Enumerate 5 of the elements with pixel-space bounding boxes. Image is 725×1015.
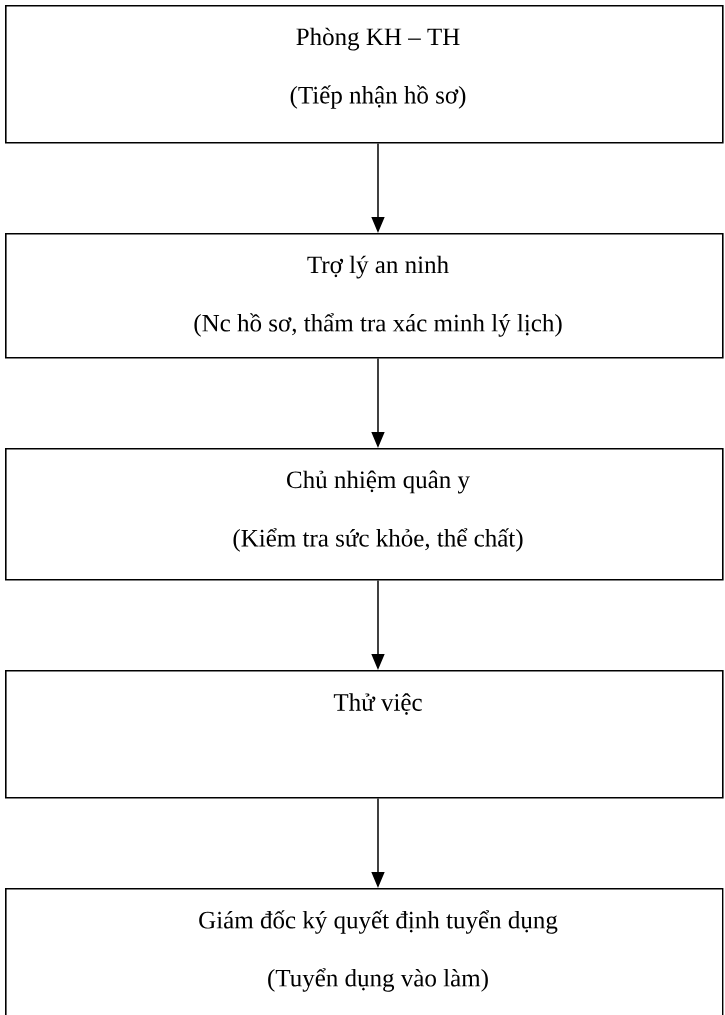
process-box: Giám đốc ký quyết định tuyển dụng (Tuyển dụng vào làm) [5, 888, 724, 1015]
process-box: Trợ lý an ninh (Nc hồ sơ, thẩm tra xác minh lý lịch) [5, 233, 724, 359]
process-box: Thử việc [5, 670, 724, 799]
process-box: Phòng KH – TH (Tiếp nhận hồ sơ) [5, 5, 724, 144]
process-box: Chủ nhiệm quân y (Kiểm tra sức khỏe, thể chất) [5, 448, 724, 581]
